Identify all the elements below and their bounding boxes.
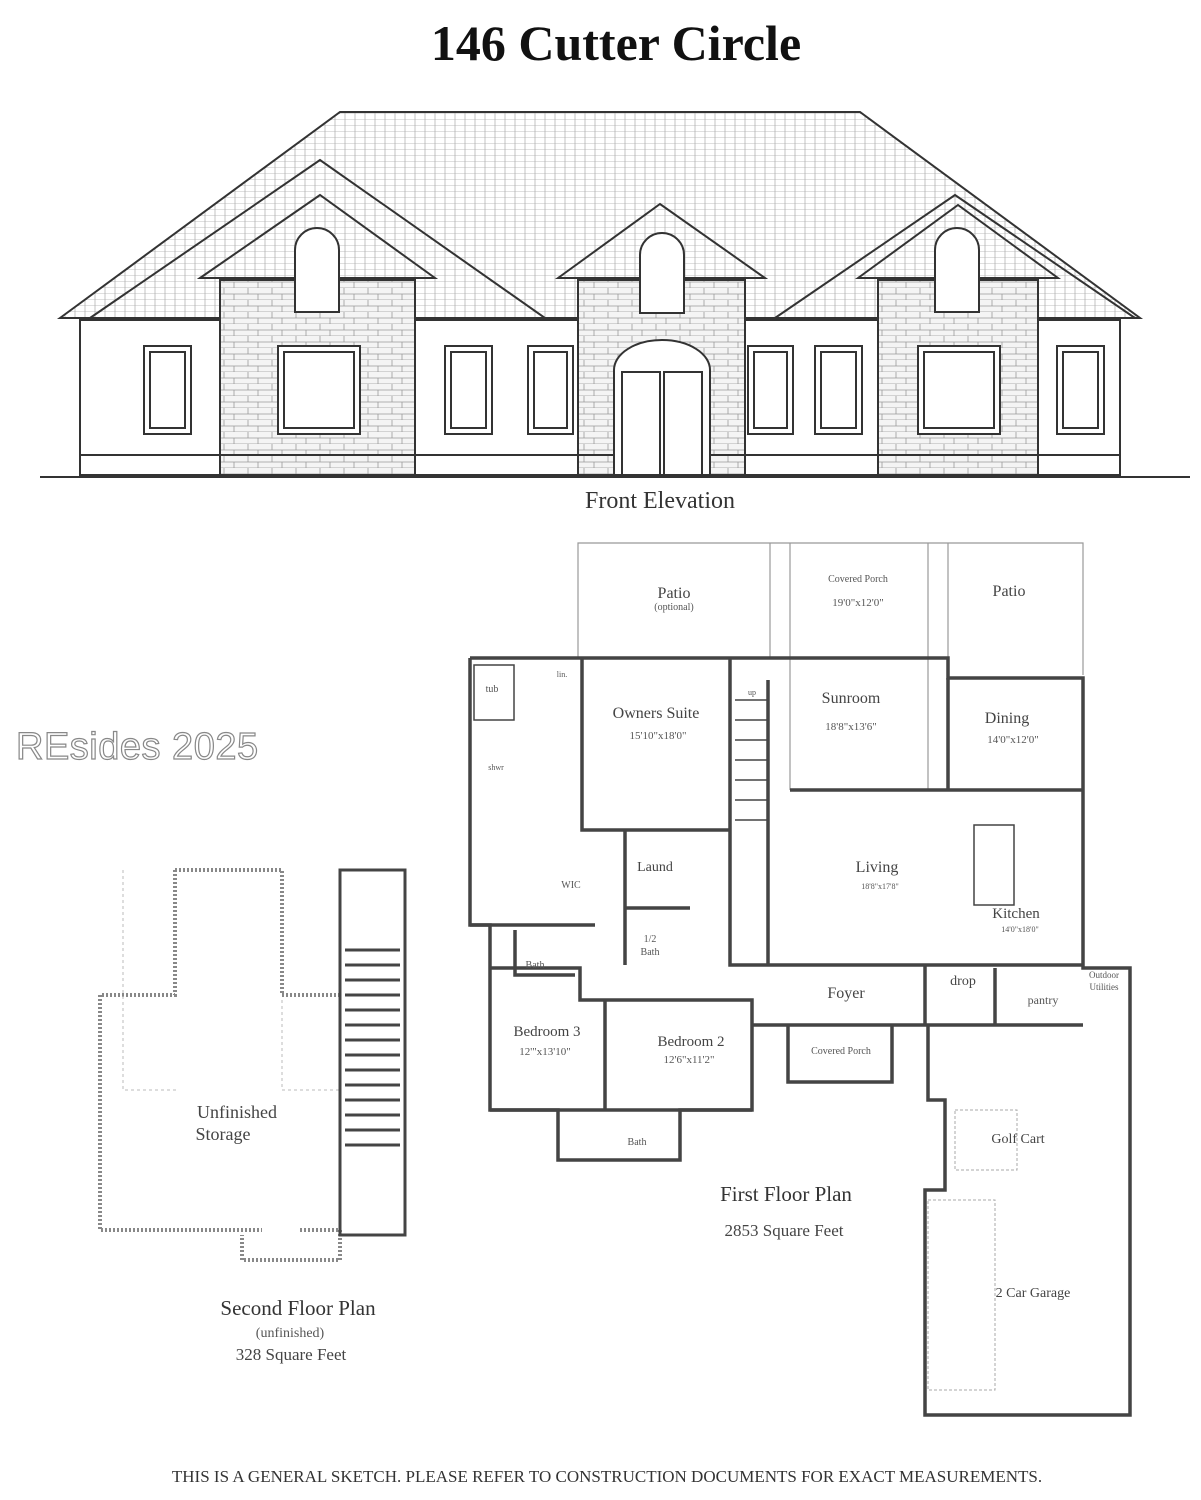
second-floor-note: (unfinished) — [255, 1326, 325, 1341]
front-elevation-label: Front Elevation — [585, 488, 735, 514]
first-floor-plan-title: First Floor Plan — [720, 1182, 852, 1206]
second-floor-area: 328 Square Feet — [235, 1345, 347, 1364]
room-label-covered-porch-front: Covered Porch — [811, 1046, 871, 1057]
room-label-linen: lin. — [556, 670, 568, 679]
room-label-half-bath: 1/2 — [643, 934, 657, 945]
room-label-dining: Dining — [984, 710, 1030, 727]
disclaimer: THIS IS A GENERAL SKETCH. PLEASE REFER T… — [171, 1467, 1043, 1486]
room-label-sunroom: Sunroom — [821, 690, 881, 707]
room-label-owners-suite: Owners Suite — [612, 705, 700, 722]
room-label-kitchen: Kitchen — [992, 906, 1040, 922]
room-label-patio-right: Patio — [992, 583, 1026, 600]
room-dims-bedroom2: 12'6"x11'2" — [663, 1054, 715, 1066]
room-label-patio-left: Patio — [657, 585, 691, 602]
watermark: REsides 2025 — [15, 725, 259, 768]
room-dims-living: 18'8"x17'8" — [861, 882, 899, 891]
room-label-pantry: pantry — [1027, 993, 1059, 1007]
room-label-covered-porch-rear: Covered Porch — [828, 574, 888, 585]
room-label-bedroom3: Bedroom 3 — [513, 1024, 581, 1040]
room-label-foyer: Foyer — [827, 985, 865, 1002]
second-floor-plan-title: Second Floor Plan — [220, 1296, 376, 1320]
room-label-wic: WIC — [561, 880, 581, 891]
room-label-golf-cart: Golf Cart — [991, 1132, 1045, 1147]
room-label-shower: shwr — [488, 763, 504, 772]
front-door[interactable] — [613, 339, 711, 476]
stairs-up-label: up — [748, 688, 756, 697]
room-dims-owners-suite: 15'10"x18'0" — [629, 730, 687, 742]
room-label-storage-line2: Storage — [195, 1124, 251, 1144]
room-dims-sunroom: 18'8"x13'6" — [825, 721, 877, 733]
room-label-garage: 2 Car Garage — [995, 1286, 1071, 1301]
room-label-outdoor-utilities: Outdoor — [1089, 970, 1119, 980]
room-label-laundry: Laund — [637, 860, 673, 875]
page-title: 146 Cutter Circle — [430, 15, 802, 71]
room-label-owner-bath: Bath — [525, 960, 545, 971]
front-elevation-drawing — [40, 111, 1190, 478]
room-label-outdoor-utilities-2: Utilities — [1089, 982, 1119, 992]
room-note-patio-left: (optional) — [654, 602, 694, 613]
room-dims-kitchen: 14'0"x18'0" — [1001, 925, 1039, 934]
room-label-drop: drop — [950, 974, 976, 989]
room-label-storage-line1: Unfinished — [197, 1102, 277, 1122]
room-label-living: Living — [855, 859, 899, 876]
room-label-half-bath-2: Bath — [640, 947, 660, 958]
room-dims-bedroom3: 12'"x13'10" — [519, 1046, 571, 1058]
room-label-bedroom2: Bedroom 2 — [657, 1034, 725, 1050]
room-label-tub: tub — [485, 684, 499, 695]
windows — [143, 227, 1105, 435]
room-dims-covered-porch-rear: 19'0"x12'0" — [832, 597, 884, 609]
room-label-shared-bath: Bath — [627, 1137, 647, 1148]
room-dims-dining: 14'0"x12'0" — [987, 734, 1039, 746]
first-floor-area: 2853 Square Feet — [724, 1221, 844, 1240]
